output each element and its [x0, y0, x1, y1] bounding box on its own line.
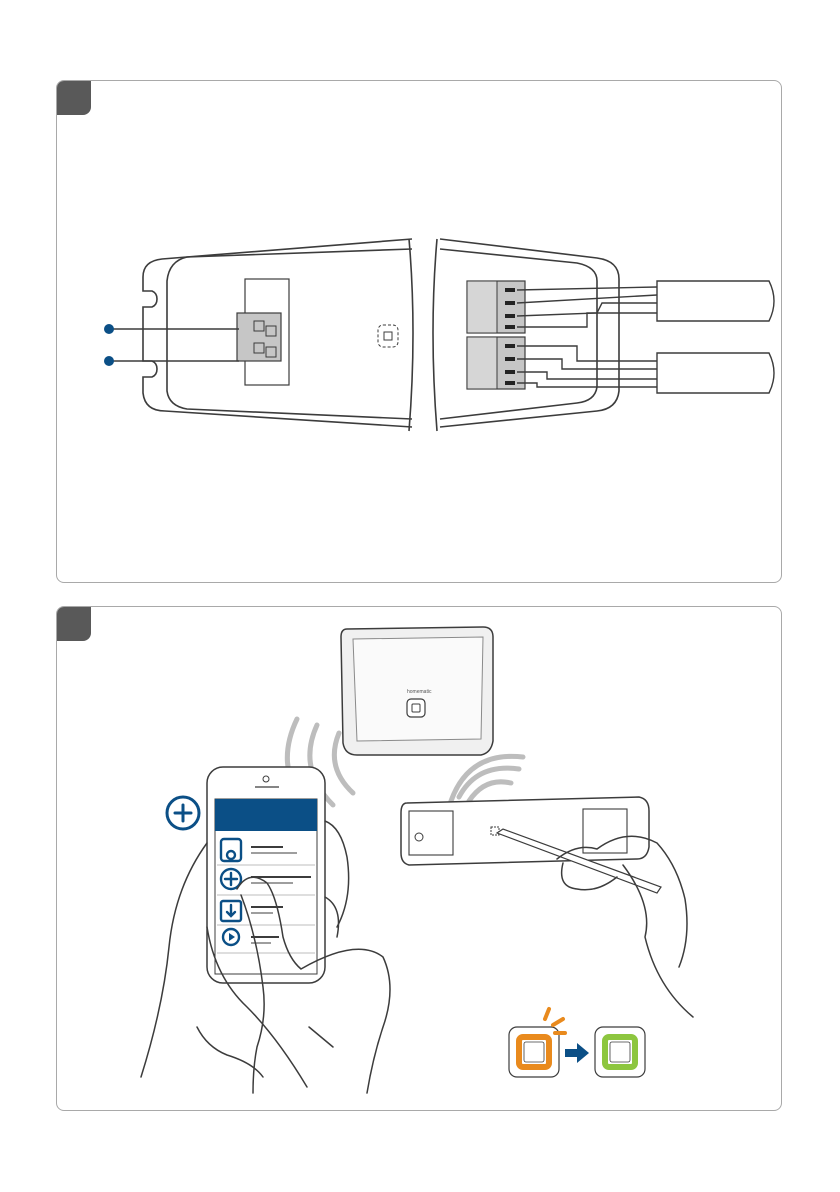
step-panel-1: [56, 80, 782, 583]
step-panel-2: homematic: [56, 606, 782, 1111]
terminal-block-upper: [467, 281, 525, 333]
access-point-button: [407, 699, 425, 717]
app-header: [215, 799, 317, 831]
access-point: homematic: [341, 627, 493, 755]
cable-upper: [657, 281, 774, 321]
wire-dot-2: [104, 356, 114, 366]
wiring-diagram: [57, 81, 783, 584]
wire-dot-1: [104, 324, 114, 334]
led-orange: [509, 1009, 565, 1077]
smartphone: [207, 767, 325, 983]
led-green: [595, 1027, 645, 1077]
break-line-2: [433, 239, 437, 431]
radio-waves-device: [451, 756, 523, 801]
device-actuator: [401, 797, 649, 865]
add-icon: [167, 797, 199, 829]
access-point-brand: homematic: [407, 689, 432, 695]
system-button: [378, 325, 398, 347]
break-line-1: [409, 239, 413, 431]
pairing-illustration: homematic: [57, 607, 783, 1112]
cable-lower: [657, 353, 774, 393]
arrow-right-icon: [565, 1043, 589, 1063]
terminal-block-lower: [467, 337, 525, 389]
led-sequence: [509, 1009, 645, 1077]
terminal-connector: [237, 313, 281, 361]
